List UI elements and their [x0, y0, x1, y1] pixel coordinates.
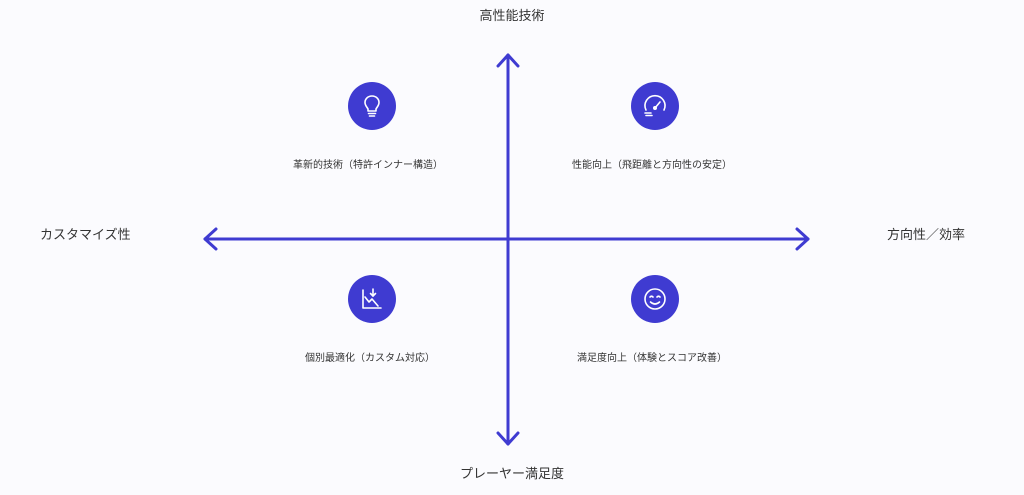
- axis-label-bottom: プレーヤー満足度: [459, 467, 565, 482]
- trend-down-icon: [348, 275, 396, 323]
- lightbulb-icon: [348, 82, 396, 130]
- axis-label-top: 高性能技術: [479, 9, 545, 24]
- arrow-left: [203, 227, 218, 251]
- speedometer-icon: [631, 82, 679, 130]
- axis-label-left: カスタマイズ性: [40, 228, 131, 243]
- arrow-up: [496, 53, 520, 68]
- arrow-right: [795, 227, 810, 251]
- quadrant-label-bottom-right: 満足度向上（体験とスコア改善）: [577, 353, 727, 364]
- smiley-icon: [631, 275, 679, 323]
- quadrant-label-top-right: 性能向上（飛距離と方向性の安定）: [572, 160, 732, 171]
- axis-label-right: 方向性／効率: [887, 228, 966, 243]
- quadrant-label-bottom-left: 個別最適化（カスタム対応）: [305, 353, 435, 364]
- arrow-down: [496, 431, 520, 446]
- quadrant-label-top-left: 革新的技術（特許インナー構造）: [293, 160, 443, 171]
